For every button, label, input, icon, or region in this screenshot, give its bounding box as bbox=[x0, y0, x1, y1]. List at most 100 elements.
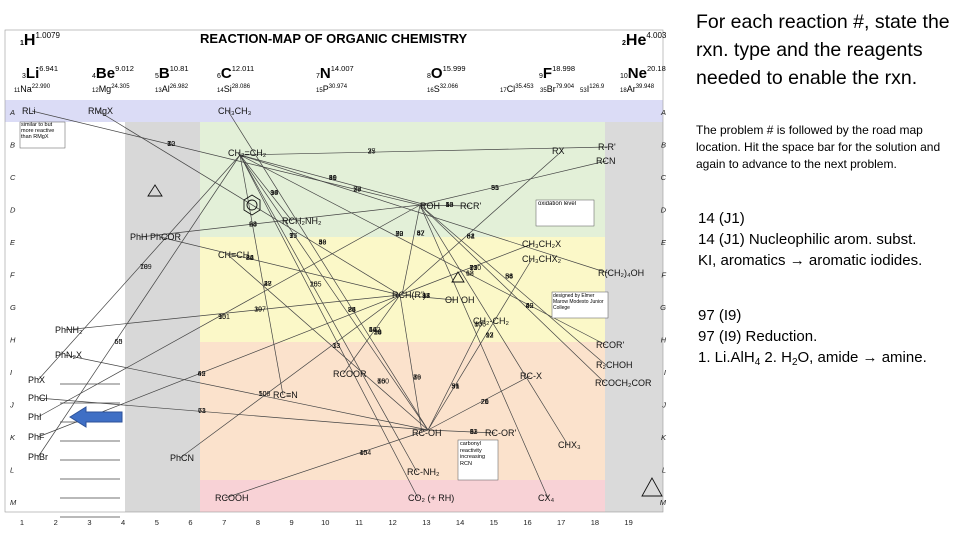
answer-14-type: 14 (J1) Nucleophilic arom. subst. bbox=[698, 231, 917, 248]
element-row-3: 11Na22.99012Mg24.30513Al26.98214Si28.086… bbox=[14, 84, 655, 94]
compound-label: CH≡CH bbox=[218, 250, 249, 260]
reaction-number: 78 bbox=[140, 264, 148, 271]
reaction-number: 20 bbox=[481, 399, 489, 406]
reaction-numbers: 1352918285301010017182322765787143132362… bbox=[115, 141, 534, 457]
compound-label: RLi bbox=[22, 106, 36, 116]
col-label-4: 4 bbox=[121, 518, 125, 527]
col-label-9: 9 bbox=[290, 518, 294, 527]
reaction-arrow bbox=[427, 375, 531, 431]
row-label-F: F bbox=[10, 271, 15, 280]
row-label-right-M: M bbox=[660, 498, 667, 507]
reaction-arrow bbox=[419, 204, 606, 384]
reaction-arrow bbox=[97, 110, 401, 296]
col-label-15: 15 bbox=[490, 518, 498, 527]
reaction-arrow bbox=[419, 160, 607, 206]
reaction-number: 70 bbox=[396, 231, 404, 238]
answer-14-header: 14 (J1) bbox=[698, 210, 745, 227]
compound-label: CHX₃ bbox=[558, 440, 581, 450]
reaction-number: 4 bbox=[264, 281, 268, 288]
element-row-2: 3Li6.9414Be9.0125B10.816C12.0117N14.0078… bbox=[22, 64, 666, 82]
reaction-arrow bbox=[64, 354, 429, 431]
svg-text:2He4.003: 2He4.003 bbox=[622, 31, 667, 49]
reaction-number: 65 bbox=[115, 339, 123, 346]
highlight-arrow-icon bbox=[69, 406, 123, 428]
reaction-arrow bbox=[399, 150, 563, 296]
col-label-18: 18 bbox=[591, 518, 599, 527]
reaction-arrow bbox=[427, 320, 484, 431]
question-panel: For each reaction #, state the rxn. type… bbox=[690, 0, 960, 540]
compound-label: RCOR' bbox=[596, 340, 624, 350]
compound-label: RC-X bbox=[520, 371, 542, 381]
reaction-number: 93 bbox=[486, 333, 494, 340]
row-label-D: D bbox=[10, 206, 16, 215]
col-label-2: 2 bbox=[54, 518, 58, 527]
svg-text:1H1.0079: 1H1.0079 bbox=[20, 31, 60, 49]
reaction-number: 96 bbox=[452, 384, 460, 391]
compound-label: OH OH bbox=[445, 295, 475, 305]
reaction-number: 76 bbox=[377, 379, 385, 386]
question-title: For each reaction #, state the rxn. type… bbox=[696, 11, 950, 89]
reaction-number: 58 bbox=[374, 329, 382, 336]
reaction-number: 48 bbox=[422, 293, 430, 300]
compound-label: RCN bbox=[596, 156, 616, 166]
band-blue bbox=[5, 100, 663, 122]
row-label-J: J bbox=[9, 401, 14, 410]
compound-label: PhI bbox=[28, 412, 42, 422]
reaction-number: 12 bbox=[466, 270, 474, 277]
reaction-number: 94 bbox=[270, 190, 278, 197]
reaction-number: 2 bbox=[368, 148, 372, 155]
element-B: 5B10.81 bbox=[155, 64, 189, 82]
reaction-number: 8 bbox=[470, 429, 474, 436]
band-pink bbox=[200, 480, 605, 512]
element-Ar: 18Ar39.948 bbox=[620, 84, 655, 94]
reaction-number: 109 bbox=[140, 264, 152, 271]
row-label-right-E: E bbox=[661, 238, 667, 247]
reaction-arrow bbox=[427, 258, 533, 431]
compound-label: ROH bbox=[420, 201, 440, 211]
reaction-number: 45 bbox=[359, 450, 367, 457]
reaction-map: REACTION-MAP OF ORGANIC CHEMISTRY 1H1.00… bbox=[4, 29, 667, 527]
reaction-number: 33 bbox=[332, 343, 340, 350]
reaction-number: 63 bbox=[198, 408, 206, 415]
reaction-number: 69 bbox=[396, 231, 404, 238]
band-orange bbox=[200, 342, 605, 480]
col-label-10: 10 bbox=[321, 518, 329, 527]
reaction-arrow bbox=[399, 294, 423, 434]
reaction-number: 99 bbox=[329, 175, 337, 182]
compound-label: RC-OR' bbox=[485, 428, 516, 438]
reaction-arrow bbox=[399, 243, 533, 296]
reaction-number: 51 bbox=[452, 384, 460, 391]
compound-label: RCH₂NH₂ bbox=[282, 216, 322, 226]
row-label-right-F: F bbox=[661, 271, 666, 280]
row-label-B: B bbox=[10, 141, 15, 150]
element-Cl: 17Cl35.453 bbox=[500, 84, 534, 94]
compound-label: CH₃CHX₂ bbox=[522, 254, 562, 264]
compound-label: RC≡N bbox=[273, 390, 298, 400]
compound-label: RMgX bbox=[88, 106, 113, 116]
answer-14: 14 (J1) 14 (J1) Nucleophilic arom. subst… bbox=[698, 208, 922, 271]
note-oxidation: oxidation level bbox=[535, 199, 595, 227]
compound-label: R-R' bbox=[598, 142, 616, 152]
row-label-right-K: K bbox=[661, 433, 667, 442]
col-label-8: 8 bbox=[256, 518, 260, 527]
compound-label: CH₂=CH₂ bbox=[228, 148, 267, 158]
row-label-E: E bbox=[10, 238, 16, 247]
compound-label: CH₃CH₃ bbox=[218, 106, 252, 116]
compound-label: RCOOR bbox=[333, 369, 367, 379]
map-border bbox=[4, 29, 664, 513]
col-label-12: 12 bbox=[389, 518, 397, 527]
compound-label: PhCl bbox=[28, 393, 48, 403]
reaction-number: 7 bbox=[413, 375, 417, 382]
reaction-arrow bbox=[419, 204, 607, 366]
reaction-number: 53 bbox=[470, 429, 478, 436]
reaction-number: 100 bbox=[377, 379, 389, 386]
reaction-number: 56 bbox=[446, 202, 454, 209]
reaction-number: 32 bbox=[396, 231, 404, 238]
element-Mg: 12Mg24.305 bbox=[92, 84, 130, 94]
reaction-number: 36 bbox=[505, 273, 513, 280]
reaction-arrow bbox=[419, 204, 569, 446]
row-label-C: C bbox=[10, 173, 16, 182]
